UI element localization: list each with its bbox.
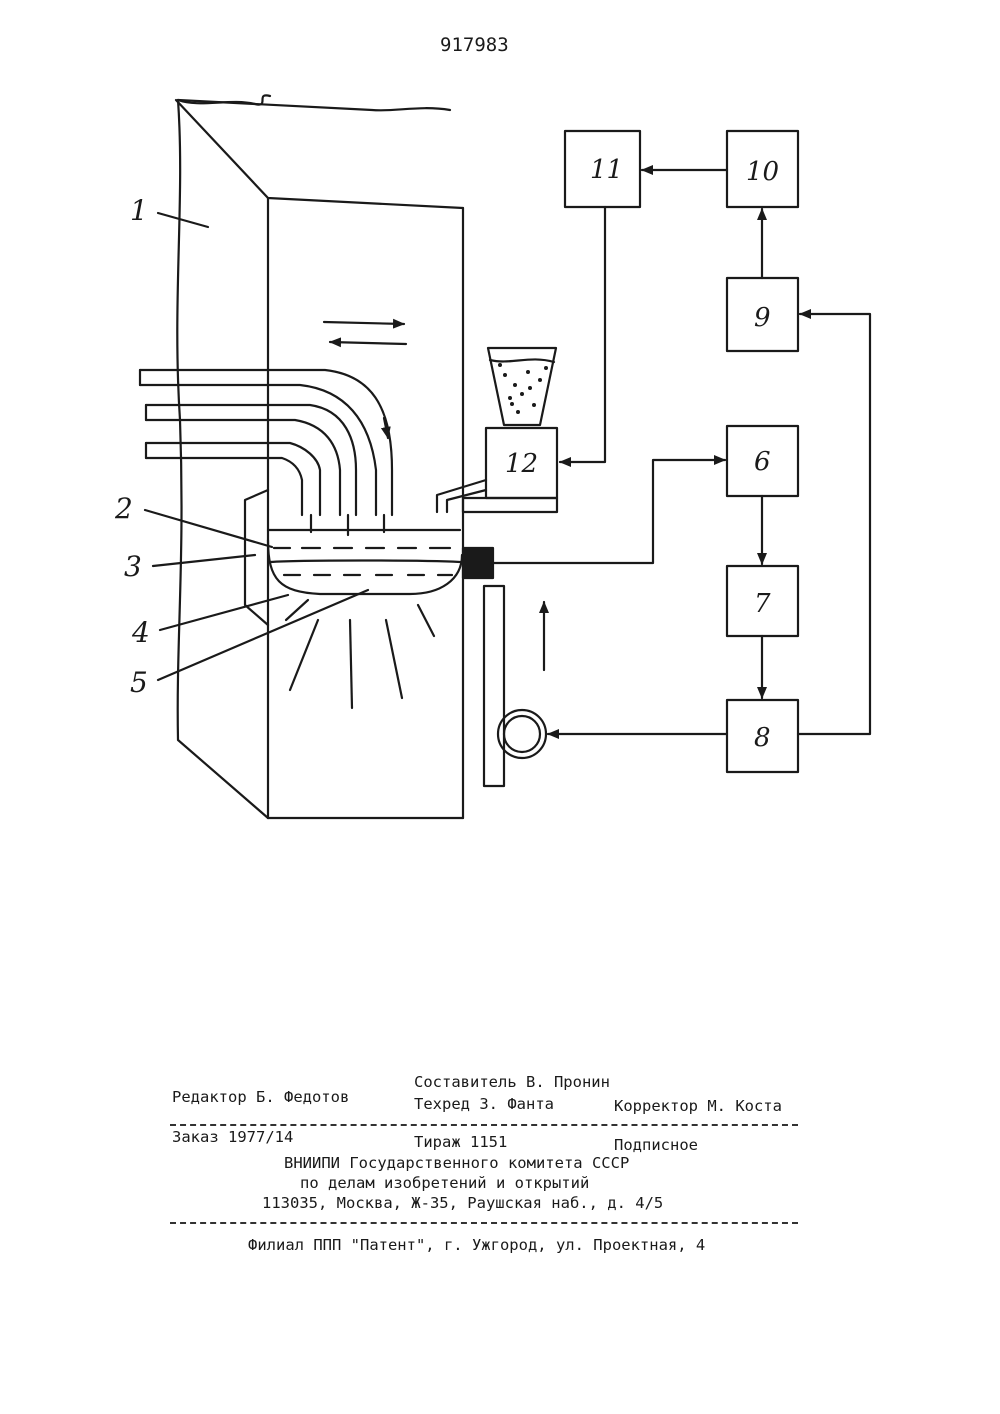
guide-rail [484,586,504,786]
branch-line: Филиал ППП "Патент", г. Ужгород, ул. Про… [248,1236,705,1254]
block-10-label: 10 [746,157,779,187]
block-8-label: 8 [754,723,771,753]
sensor-block [463,548,493,578]
flow-arrow-right [324,322,404,324]
circulation-line: Тираж 1151 [414,1133,507,1151]
org-line-2: по делам изобретений и открытий [300,1174,589,1192]
compiler-line: Составитель В. Пронин [414,1073,610,1091]
corrector-line: Корректор М. Коста [614,1097,782,1115]
bath-pocket [245,490,462,625]
hopper [488,348,556,425]
flow-arrow-left [330,342,406,344]
address-line: 113035, Москва, Ж-35, Раушская наб., д. … [262,1194,663,1212]
label-5: 5 [130,666,148,699]
label-1: 1 [130,194,148,227]
divider-top [170,1124,798,1126]
techred-line: Техред З. Фанта [414,1095,554,1113]
label-3: 3 [124,550,142,583]
divider-bottom [170,1222,798,1224]
block-6-label: 6 [754,447,771,477]
org-line-1: ВНИИПИ Государственного комитета СССР [284,1154,629,1172]
feeder-shelf [463,498,557,512]
subscription-line: Подписное [614,1136,698,1154]
block-11-label: 11 [590,155,623,185]
label-2: 2 [114,492,133,525]
block-12-label: 12 [505,449,538,479]
block-7-label: 7 [754,589,771,619]
editor-line: Редактор Б. Федотов [172,1088,349,1106]
block-9-label: 9 [754,303,771,333]
drive-roller [498,710,546,758]
shaft-body [176,95,463,818]
label-4: 4 [131,616,150,649]
order-line: Заказ 1977/14 [172,1128,293,1146]
